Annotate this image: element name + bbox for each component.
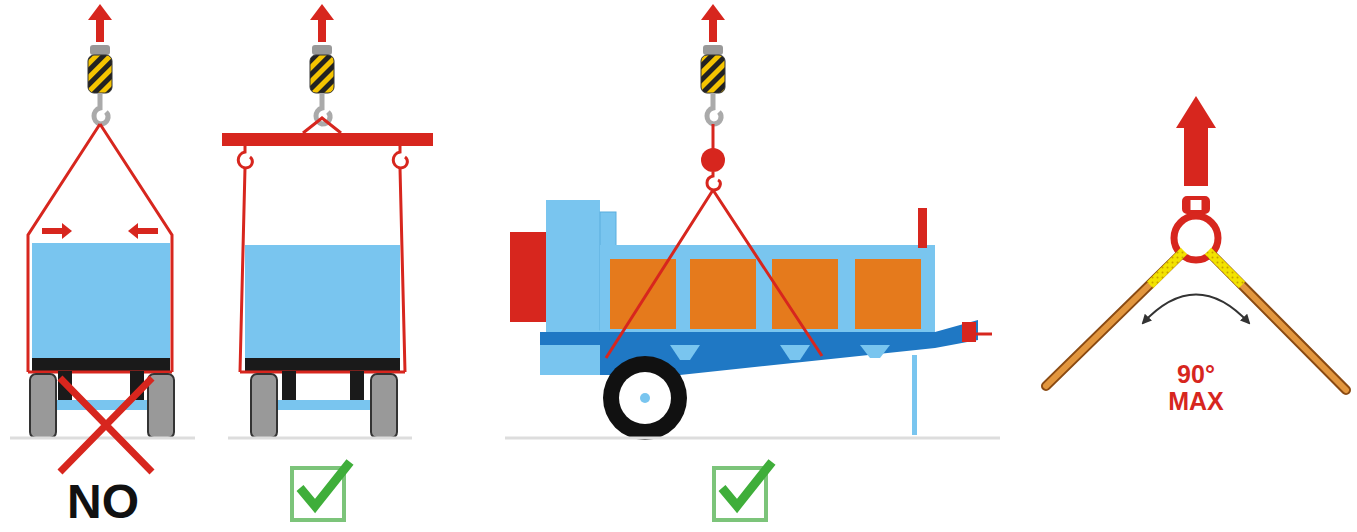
angle-limit: MAX — [1168, 389, 1224, 414]
warning-label: NO — [67, 478, 139, 526]
angle-value: 90° — [1177, 362, 1215, 387]
hook-group-1 — [88, 4, 112, 124]
